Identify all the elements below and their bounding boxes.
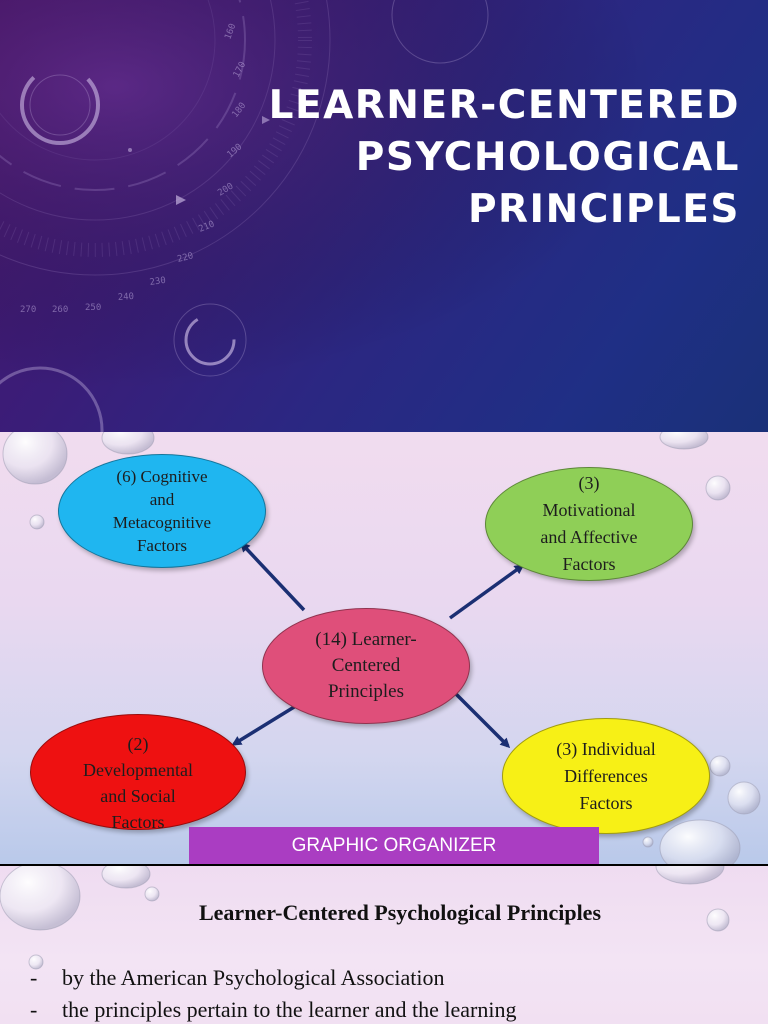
motivational-factors-node: (3) Motivational and Affective Factors (485, 467, 693, 581)
bullet-list: -by the American Psychological Associati… (30, 962, 516, 1024)
node-label: (6) Cognitive and Metacognitive Factors (112, 467, 212, 555)
cognitive-factors-node: (6) Cognitive and Metacognitive Factors (58, 454, 266, 568)
bullet-marker: - (30, 965, 38, 990)
principles-info-slide: Learner-Centered Psychological Principle… (0, 866, 768, 1024)
svg-text:270: 270 (20, 305, 36, 315)
list-item: -by the American Psychological Associati… (30, 962, 516, 994)
graphic-organizer-caption: GRAPHIC ORGANIZER (189, 827, 599, 864)
svg-text:220: 220 (176, 251, 194, 265)
node-label: (2) Developmental and Social Factors (83, 734, 193, 832)
title-line: LEARNER-CENTERED (268, 83, 740, 128)
learner-centered-principles-node: (14) Learner- Centered Principles (262, 608, 470, 724)
slide-heading: Learner-Centered Psychological Principle… (198, 900, 602, 925)
tech-dial-decoration: 160 170 180 190 200 210 220 230 240 250 … (0, 0, 768, 432)
title-slide: 160 170 180 190 200 210 220 230 240 250 … (0, 0, 768, 432)
node-label: (14) Learner- Centered Principles (315, 629, 417, 702)
title-line: PSYCHOLOGICAL (355, 135, 740, 180)
developmental-factors-node: (2) Developmental and Social Factors (30, 714, 246, 832)
individual-differences-node: (3) Individual Differences Factors (502, 718, 710, 834)
node-label: (3) Motivational and Affective Factors (540, 473, 638, 574)
slide-title: LEARNER-CENTERED PSYCHOLOGICAL PRINCIPLE… (180, 80, 740, 236)
svg-text:250: 250 (85, 303, 101, 313)
svg-text:240: 240 (118, 292, 135, 303)
bullet-text: the principles pertain to the learner an… (62, 997, 517, 1022)
svg-text:260: 260 (52, 305, 68, 315)
title-line: PRINCIPLES (467, 187, 740, 232)
node-label: (3) Individual Differences Factors (556, 738, 656, 813)
bullet-text: by the American Psychological Associatio… (62, 965, 445, 990)
list-item: -the principles pertain to the learner a… (30, 994, 516, 1024)
graphic-organizer-slide: (6) Cognitive and Metacognitive Factors … (0, 432, 768, 864)
svg-text:230: 230 (149, 276, 166, 288)
bullet-marker: - (30, 997, 38, 1022)
